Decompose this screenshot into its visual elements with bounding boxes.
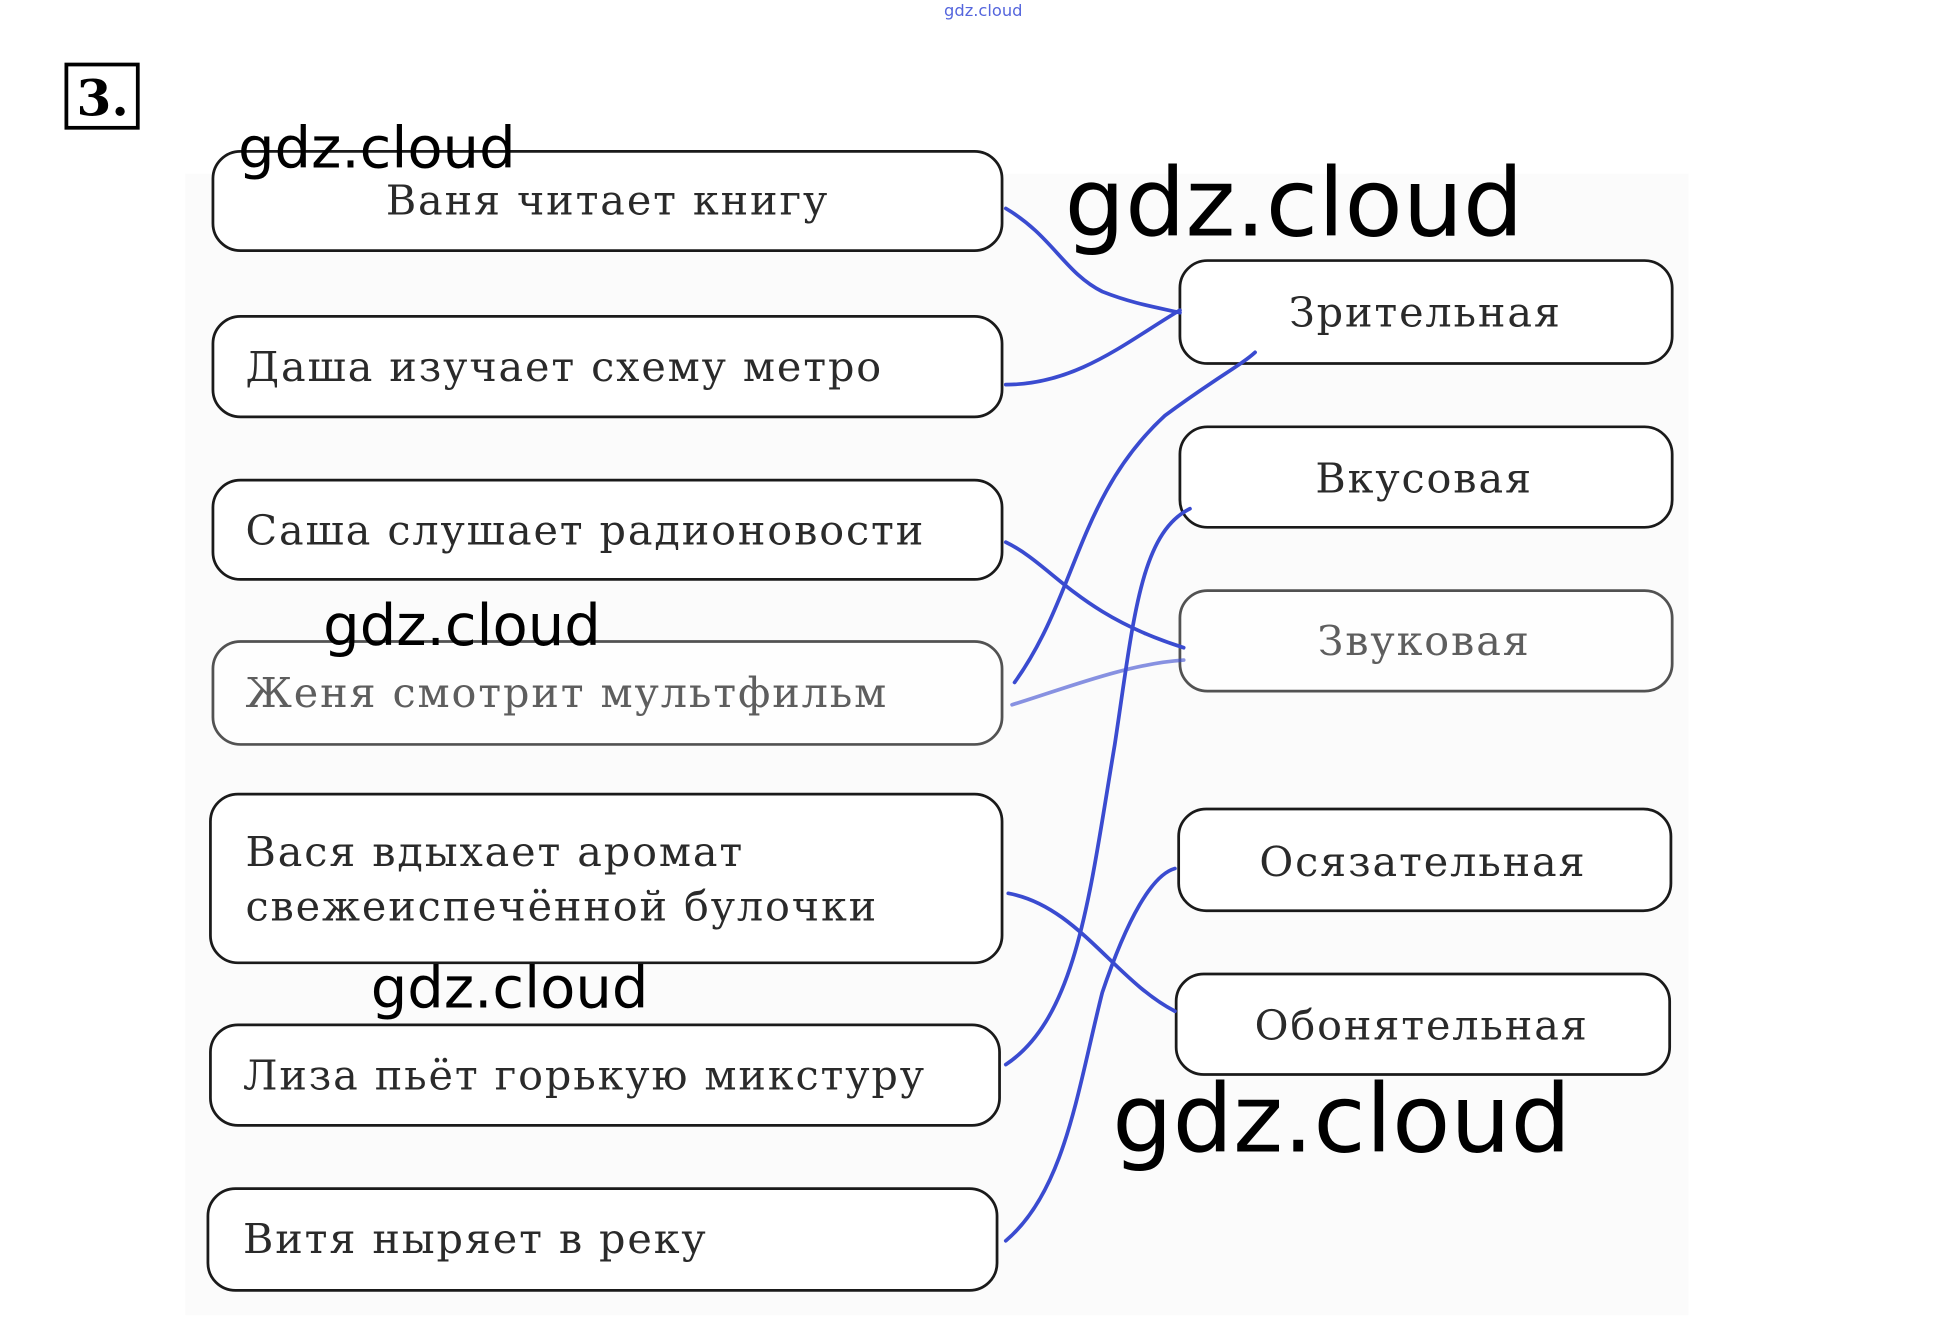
- connection-line: [1003, 308, 1182, 387]
- sense-smell: Обонятельная: [1174, 972, 1672, 1076]
- sense-label: Вкусовая: [1315, 455, 1533, 503]
- situation-5: Вася вдыхает аромат свежеиспечённой було…: [209, 792, 1004, 965]
- sense-label: Осязательная: [1259, 838, 1586, 886]
- sense-taste: Вкусовая: [1178, 425, 1674, 529]
- situation-label-line-2: свежеиспечённой булочки: [246, 883, 879, 931]
- situation-label: Ваня читает книгу: [386, 177, 829, 225]
- situation-6: Лиза пьёт горькую микстуру: [209, 1023, 1001, 1127]
- connection-line: [1003, 866, 1177, 1243]
- situation-3: Саша слушает радионовости: [211, 478, 1004, 581]
- sense-sound: Звуковая: [1178, 589, 1674, 693]
- situation-label-line-1: Вася вдыхает аромат: [246, 828, 745, 876]
- sense-label: Обонятельная: [1255, 1002, 1589, 1050]
- sense-label: Зрительная: [1289, 288, 1562, 336]
- situation-4: Женя смотрит мультфильм: [211, 640, 1004, 746]
- connection-line: [1006, 891, 1177, 1014]
- situation-label: Даша изучает схему метро: [246, 343, 884, 391]
- sense-touch: Осязательная: [1177, 807, 1673, 913]
- situation-1: Ваня читает книгу: [211, 150, 1004, 252]
- sense-label: Звуковая: [1318, 617, 1531, 665]
- watermark: gdz.cloud: [371, 955, 649, 1022]
- task-number: 3.: [77, 69, 129, 128]
- connection-line: [1003, 206, 1182, 315]
- situation-label: Витя ныряет в реку: [243, 1215, 708, 1263]
- connection-line: [1010, 658, 1186, 707]
- situation-label: Лиза пьёт горькую микстуру: [243, 1052, 926, 1100]
- watermark: gdz.cloud: [323, 592, 601, 659]
- connection-line: [1003, 540, 1186, 650]
- connection-line: [1003, 506, 1192, 1067]
- situation-label: Саша слушает радионовости: [246, 507, 926, 555]
- sense-visual: Зрительная: [1178, 259, 1674, 365]
- situation-label: Женя смотрит мультфильм: [246, 669, 889, 717]
- situation-2: Даша изучает схему метро: [211, 315, 1004, 419]
- watermark: gdz.cloud: [238, 115, 516, 182]
- task-number-box: [64, 62, 140, 130]
- watermark: gdz.cloud: [1112, 1065, 1571, 1174]
- header-watermark: gdz.cloud: [944, 1, 1022, 20]
- watermark: gdz.cloud: [1065, 149, 1524, 258]
- connection-line: [1012, 350, 1257, 685]
- situation-7: Витя ныряет в реку: [206, 1187, 999, 1292]
